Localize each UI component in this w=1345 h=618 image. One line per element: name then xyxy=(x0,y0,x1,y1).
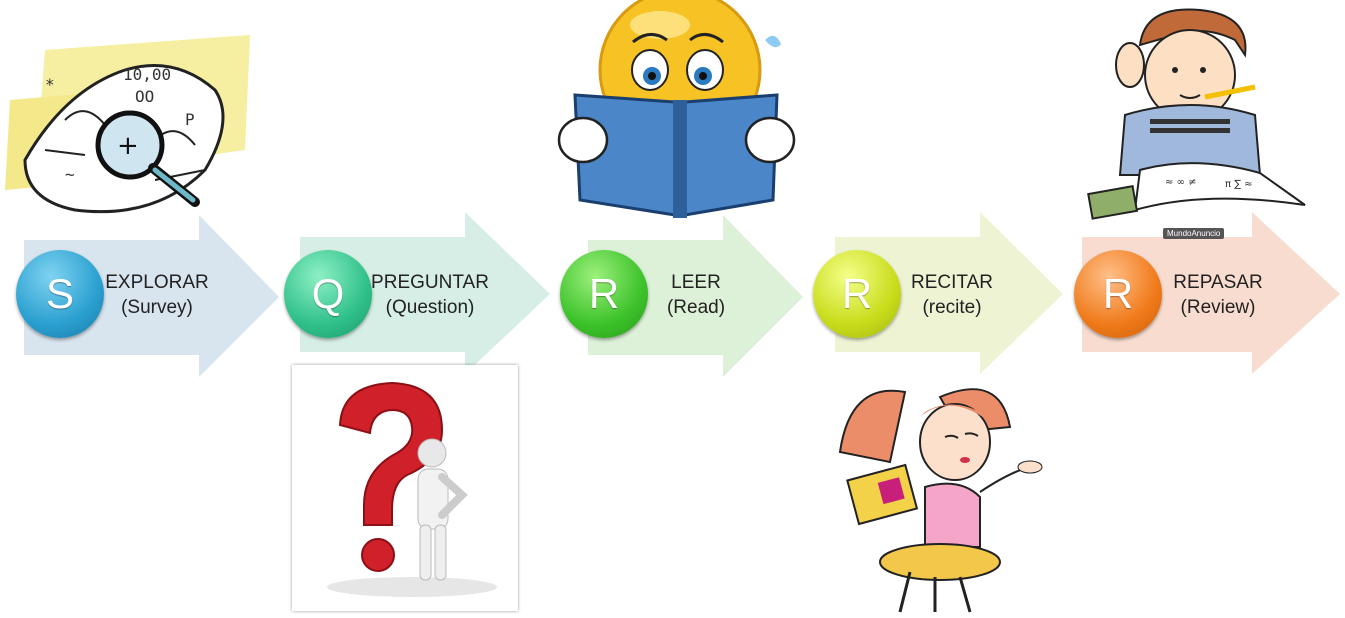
step-5-title: REPASAR xyxy=(1173,272,1263,293)
step-4-circle: R xyxy=(813,250,901,338)
step-3-title: LEER xyxy=(671,272,721,293)
svg-text:P: P xyxy=(185,110,195,129)
step-2-subtitle: (Question) xyxy=(385,297,475,318)
step-5-circle: R xyxy=(1074,250,1162,338)
arrow-step-3 xyxy=(588,215,803,377)
step-1-letter: S xyxy=(45,270,74,317)
step-1-subtitle: (Survey) xyxy=(121,297,193,318)
step-4-subtitle: (recite) xyxy=(922,297,982,318)
girl-reading-icon xyxy=(838,388,1043,613)
step-4-title: RECITAR xyxy=(911,272,993,293)
step-5-label: REPASAR (Review) xyxy=(1166,270,1270,320)
svg-text:10,00: 10,00 xyxy=(123,65,171,84)
arrow-step-1 xyxy=(24,215,279,377)
step-1-circle: S xyxy=(16,250,104,338)
step-2-label: PREGUNTAR (Question) xyxy=(370,270,490,320)
step-1-title: EXPLORAR xyxy=(105,272,209,293)
step-2-circle: Q xyxy=(284,250,372,338)
step-5-letter: R xyxy=(1102,270,1134,317)
svg-text:+: + xyxy=(117,131,139,161)
svg-text:~: ~ xyxy=(65,165,75,184)
arrow-step-4 xyxy=(835,212,1063,374)
step-5-subtitle: (Review) xyxy=(1180,297,1256,318)
arrow-step-2 xyxy=(300,212,550,374)
arrow-step-5 xyxy=(1082,212,1340,374)
watermark-label: MundoAnuncio xyxy=(1163,228,1225,239)
magnifier-map-icon: 10,00 OO * P ~ + xyxy=(5,35,250,214)
step-3-label: LEER (Read) xyxy=(650,270,742,320)
svg-text:π ∑ ≈: π ∑ ≈ xyxy=(1225,179,1253,190)
question-mark-icon xyxy=(327,381,497,597)
step-3-circle: R xyxy=(560,250,648,338)
step-3-subtitle: (Read) xyxy=(666,297,726,318)
svg-text:≈ ∞ ≠: ≈ ∞ ≠ xyxy=(1165,177,1196,188)
step-4-label: RECITAR (recite) xyxy=(900,270,1004,320)
svg-text:OO: OO xyxy=(135,87,154,106)
step-2-title: PREGUNTAR xyxy=(371,272,489,293)
boy-studying-icon: ≈ ∞ ≠ π ∑ ≈ xyxy=(1087,8,1306,220)
step-4-letter: R xyxy=(841,270,873,317)
svg-text:*: * xyxy=(45,75,55,94)
step-1-label: EXPLORAR (Survey) xyxy=(102,270,212,320)
step-2-letter: Q xyxy=(311,270,345,317)
question-figure-frame xyxy=(292,365,518,611)
smiley-book-icon xyxy=(557,0,796,218)
step-3-letter: R xyxy=(588,270,620,317)
